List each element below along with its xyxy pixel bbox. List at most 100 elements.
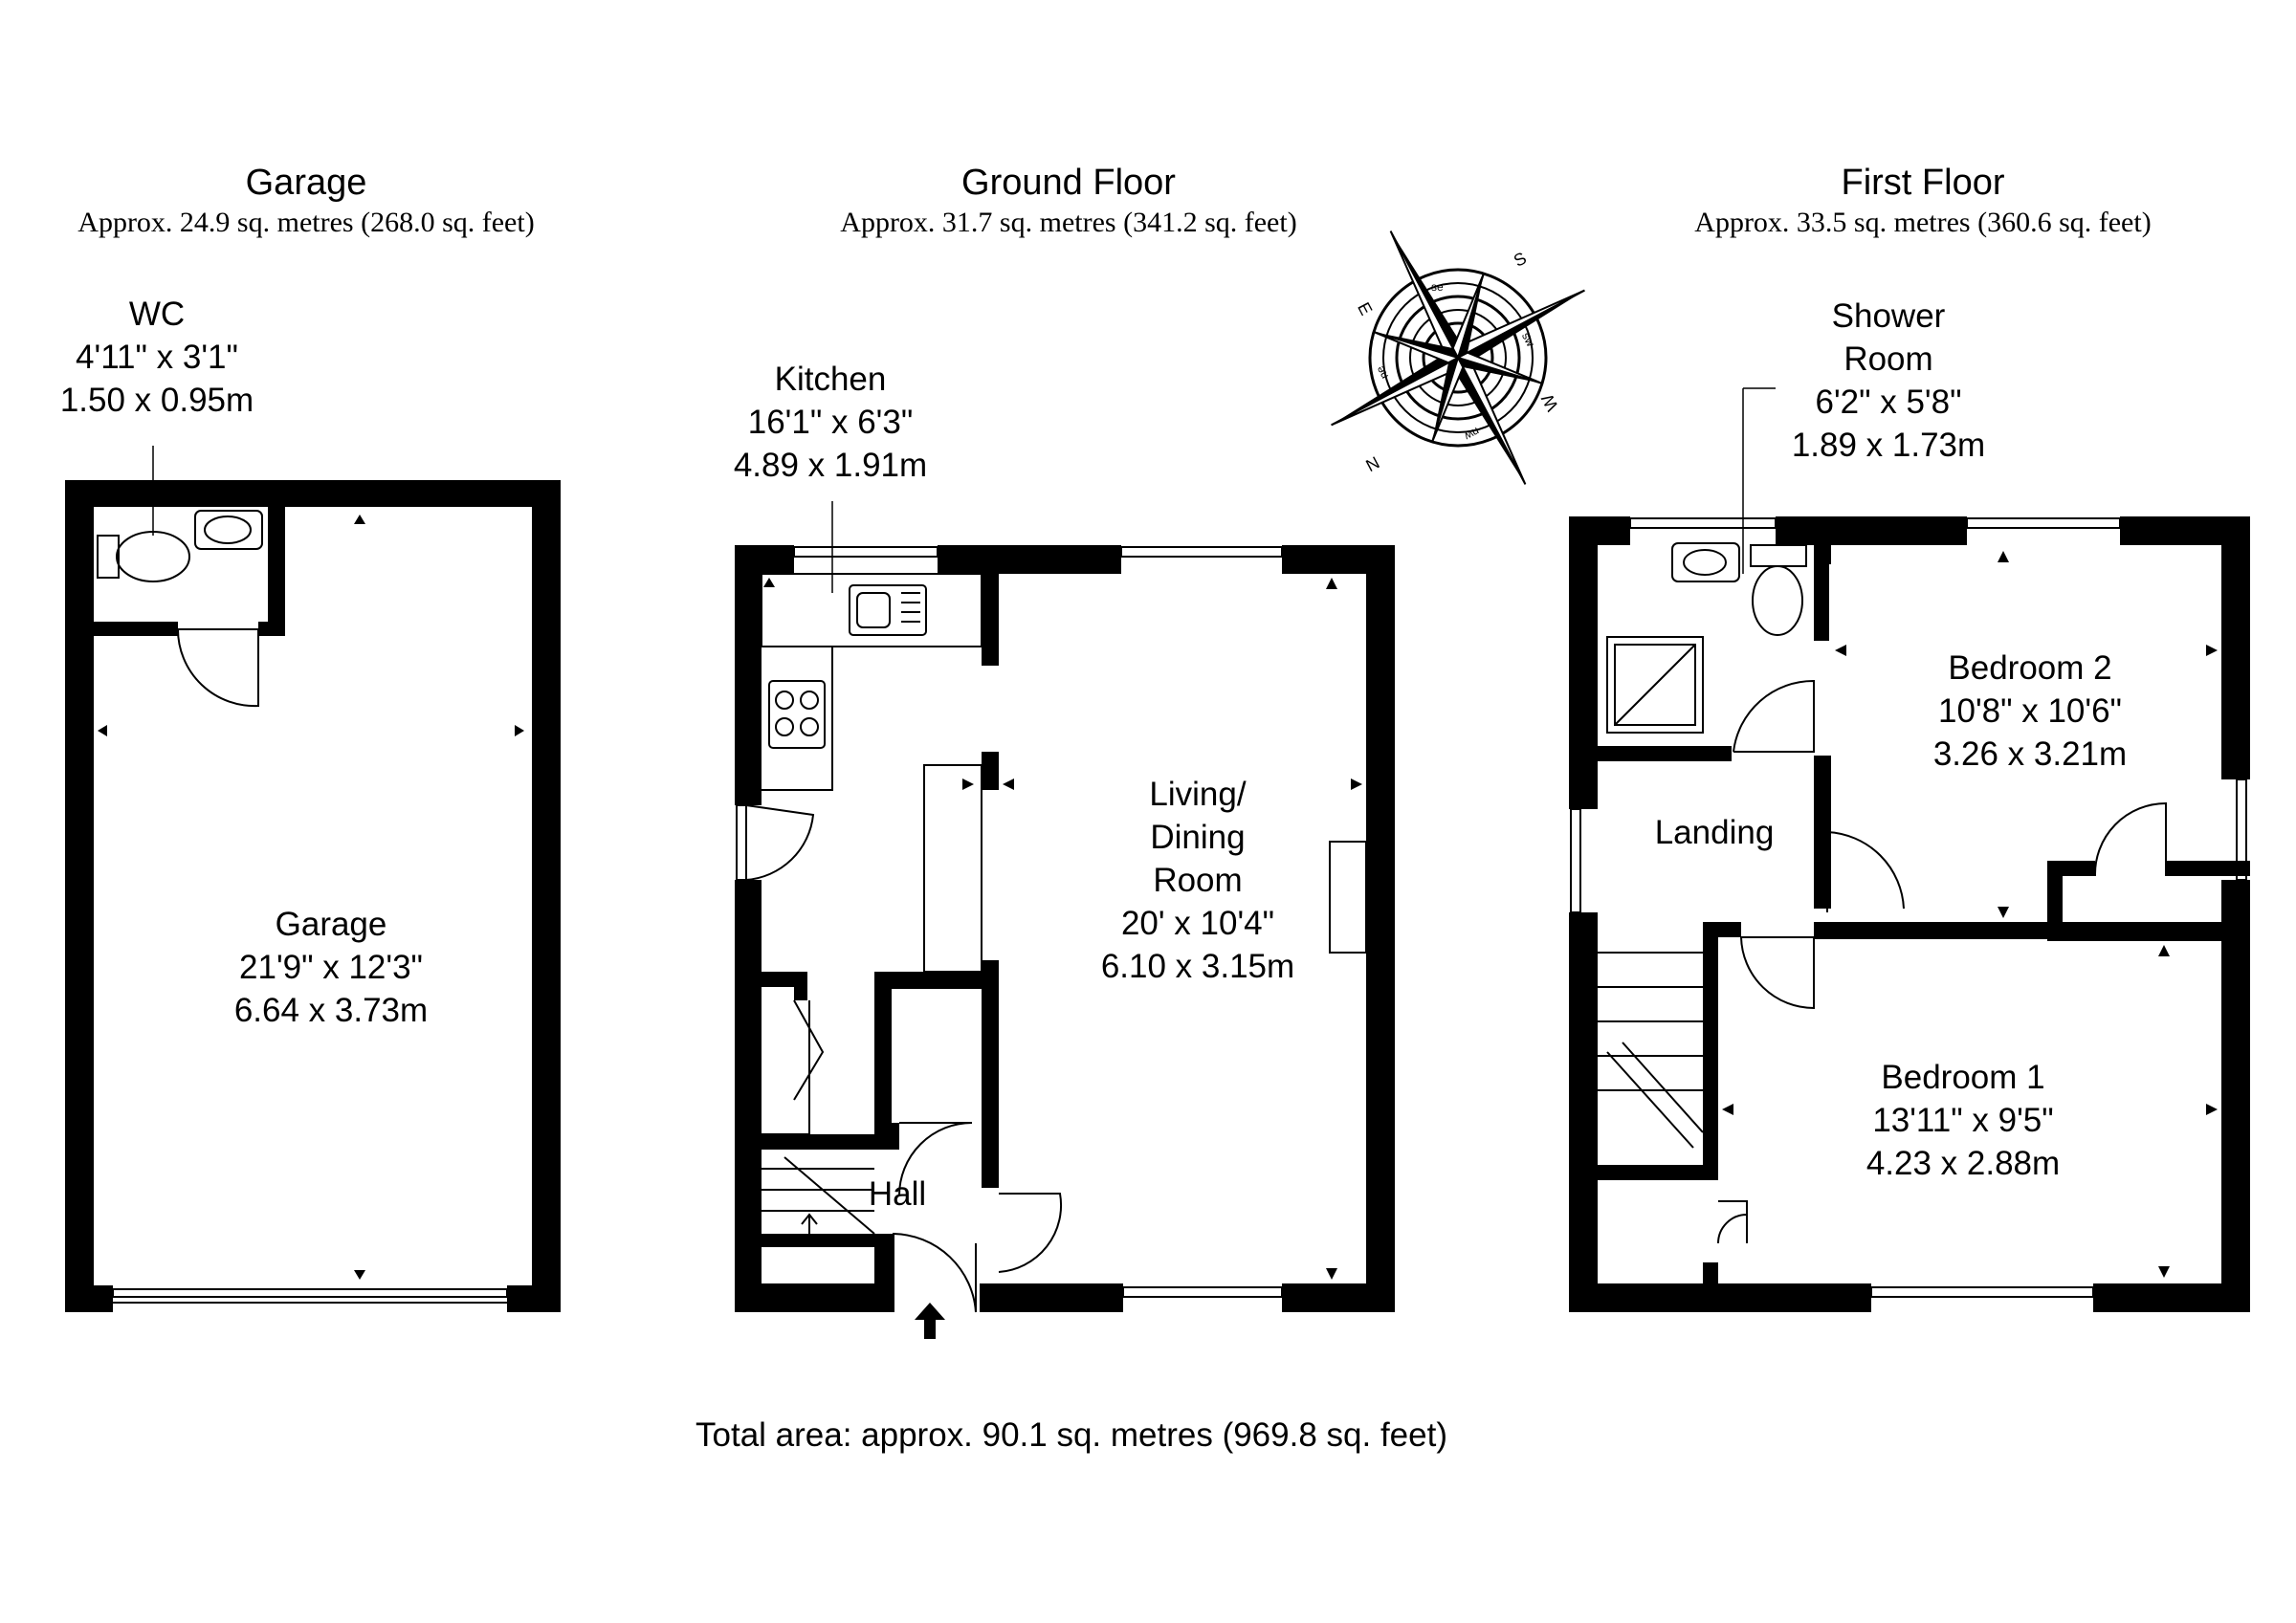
hall-label: Hall xyxy=(869,1173,926,1216)
wc-basin-icon xyxy=(194,510,263,550)
shower-name-1: Shower xyxy=(1831,297,1946,335)
landing-name: Landing xyxy=(1654,814,1775,851)
garage-label: Garage 21'9" x 12'3" 6.64 x 3.73m xyxy=(234,903,428,1032)
garage-wall-right xyxy=(532,480,561,1312)
living-window-bottom xyxy=(1122,1286,1283,1298)
bedroom2-side-window xyxy=(2236,779,2247,881)
sink-icon xyxy=(849,584,927,636)
wc-wall-bottom-right xyxy=(258,622,285,636)
bedroom1-label: Bedroom 1 13'11" x 9'5" 4.23 x 2.88m xyxy=(1866,1056,2060,1185)
kitchen-window xyxy=(793,546,938,558)
walls xyxy=(65,480,2250,1312)
garage-wall-top xyxy=(65,480,561,507)
wc-label: WC 4'11" x 3'1" 1.50 x 0.95m xyxy=(60,293,254,422)
first-wall-right-1 xyxy=(2221,516,2250,779)
total-area: Total area: approx. 90.1 sq. metres (969… xyxy=(695,1416,1447,1454)
first-wall-bottom-2 xyxy=(2093,1283,2250,1312)
bedroom2-door xyxy=(1826,830,1905,912)
label-leaders xyxy=(152,387,1776,593)
shower-basin-icon xyxy=(1671,542,1740,582)
garage-imperial: 21'9" x 12'3" xyxy=(239,949,423,986)
shower-room-label: Shower Room 6'2" x 5'8" 1.89 x 1.73m xyxy=(1792,295,1985,467)
dimension-arrows xyxy=(98,515,2218,1280)
compass-n: N xyxy=(1362,452,1382,475)
compass-w: W xyxy=(1537,391,1562,414)
hob-icon xyxy=(768,680,826,749)
living-imperial: 20' x 10'4" xyxy=(1120,905,1275,942)
doors xyxy=(176,628,2167,1313)
bedroom1-imperial: 13'11" x 9'5" xyxy=(1872,1102,2054,1139)
first-wall-right-2 xyxy=(2221,880,2250,1312)
ground-wall-bottom-3 xyxy=(1282,1283,1395,1312)
landing-label: Landing xyxy=(1655,811,1775,854)
bedroom2-wall-left-1 xyxy=(1814,545,1831,564)
first-floor-area: Approx. 33.5 sq. metres (360.6 sq. feet) xyxy=(1694,207,2152,238)
stairwell-wall-bottom xyxy=(1598,1165,1718,1180)
compass-se: se xyxy=(1431,280,1444,294)
ground-floor-area: Approx. 31.7 sq. metres (341.2 sq. feet) xyxy=(840,207,1297,238)
bedroom2-window xyxy=(1966,517,2121,529)
bedroom2-name: Bedroom 2 xyxy=(1948,649,2112,687)
front-door xyxy=(893,1232,977,1313)
hall-closet-wall-left xyxy=(874,972,892,1150)
ground-floor-header: Ground Floor Approx. 31.7 sq. metres (34… xyxy=(762,161,1375,241)
wc-cistern xyxy=(97,535,120,579)
garage-door-opening xyxy=(112,1288,508,1298)
garage-title: Garage xyxy=(245,163,367,203)
kitchen-side-window xyxy=(736,804,747,881)
wc-wall-right xyxy=(268,480,285,636)
bedroom2-cupboard-top-right xyxy=(2166,861,2250,876)
first-wall-left-2 xyxy=(1569,912,1598,1312)
bedroom1-window xyxy=(1870,1286,2094,1298)
compass-ne: ne xyxy=(1373,363,1391,382)
first-stairs xyxy=(1598,952,1704,1149)
cupboard-wall-right xyxy=(794,972,807,1000)
garage-wall-bottom-right xyxy=(507,1285,561,1312)
stair-wall-bottom xyxy=(762,1234,878,1247)
shower-toilet-cistern xyxy=(1750,544,1807,567)
toilet-icon xyxy=(116,531,190,582)
garage-area: Approx. 24.9 sq. metres (268.0 sq. feet) xyxy=(77,207,535,238)
shower-window xyxy=(1629,517,1777,529)
ground-wall-bottom-1 xyxy=(735,1283,882,1312)
kitchen-imperial: 16'1" x 6'3" xyxy=(747,404,914,441)
shower-name-2: Room xyxy=(1843,340,1933,378)
compass-e: E xyxy=(1354,299,1376,318)
kitchen-living-partition-mid xyxy=(982,752,999,790)
shower-tray-icon xyxy=(1606,636,1704,734)
bedroom2-cupboard-left xyxy=(2047,861,2063,939)
hall-closet-wall-bottom xyxy=(874,1123,899,1150)
bedroom1-cupboard-door xyxy=(1717,1200,1748,1244)
bedroom2-imperial: 10'8" x 10'6" xyxy=(1938,692,2122,730)
bedroom2-cupboard-top xyxy=(2047,861,2095,876)
first-floor-header: First Floor Approx. 33.5 sq. metres (360… xyxy=(1617,161,2229,241)
living-name-1: Living/ xyxy=(1149,776,1247,813)
kitchen-worktop xyxy=(761,573,982,647)
kitchen-back-door xyxy=(745,804,815,881)
garage-wall-bottom-left xyxy=(65,1285,113,1312)
hall-name: Hall xyxy=(868,1175,927,1213)
hall-cupboard-door xyxy=(898,1122,973,1196)
bedroom2-wall-bottom-1 xyxy=(1814,922,2047,939)
wc-wall-bottom-left xyxy=(94,622,178,636)
shower-fixtures xyxy=(1606,542,1807,734)
wc-fixtures xyxy=(97,510,263,582)
ground-stairs xyxy=(762,1156,875,1243)
first-wall-top-2 xyxy=(1776,516,1967,545)
hall-wall-left xyxy=(874,1234,894,1312)
wc-imperial: 4'11" x 3'1" xyxy=(76,339,238,376)
living-name-3: Room xyxy=(1153,862,1243,899)
compass-sw: sw xyxy=(1519,330,1537,349)
landing-window xyxy=(1570,808,1581,913)
kitchen-living-partition-top xyxy=(982,574,999,666)
first-wall-bottom-1 xyxy=(1569,1283,1871,1312)
wc-name: WC xyxy=(128,296,186,333)
shower-toilet-icon xyxy=(1752,565,1803,636)
shower-wall-right xyxy=(1814,545,1829,641)
hall-closet-wall-top xyxy=(874,972,982,989)
garage-metric: 6.64 x 3.73m xyxy=(233,992,429,1029)
ground-wall-left-2 xyxy=(735,880,762,1312)
stair-wall-top xyxy=(762,1134,880,1150)
fireplace xyxy=(1329,841,1367,954)
